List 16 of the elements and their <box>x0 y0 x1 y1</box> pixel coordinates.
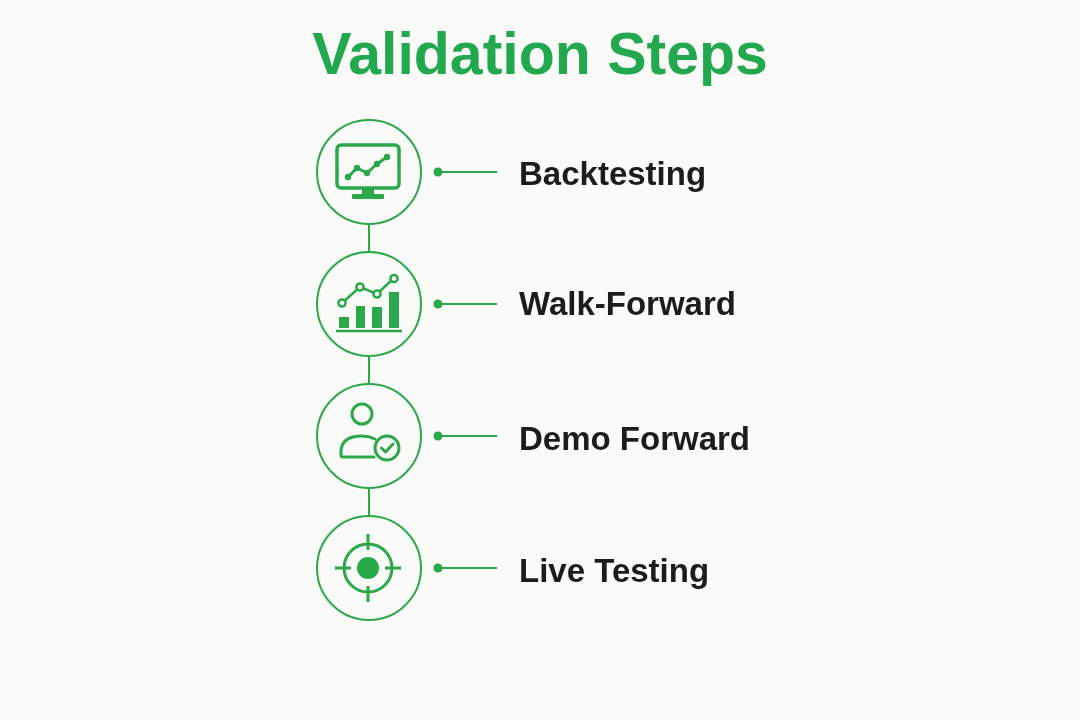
step-circle <box>316 251 422 357</box>
step-label: Live Testing <box>519 551 710 591</box>
step-circle <box>316 515 422 621</box>
step-circle <box>316 119 422 225</box>
leader-line <box>433 563 498 573</box>
connector-line <box>368 356 370 384</box>
leader-line <box>433 167 498 177</box>
title: Validation Steps <box>311 20 769 89</box>
step-circle <box>316 383 422 489</box>
step-label: Backtesting <box>519 154 707 194</box>
connector-line <box>368 224 370 252</box>
leader-line <box>433 299 498 309</box>
step-label: Demo Forward <box>519 419 751 459</box>
step-label: Walk-Forward <box>519 284 736 324</box>
connector-line <box>368 488 370 516</box>
leader-line <box>433 431 498 441</box>
